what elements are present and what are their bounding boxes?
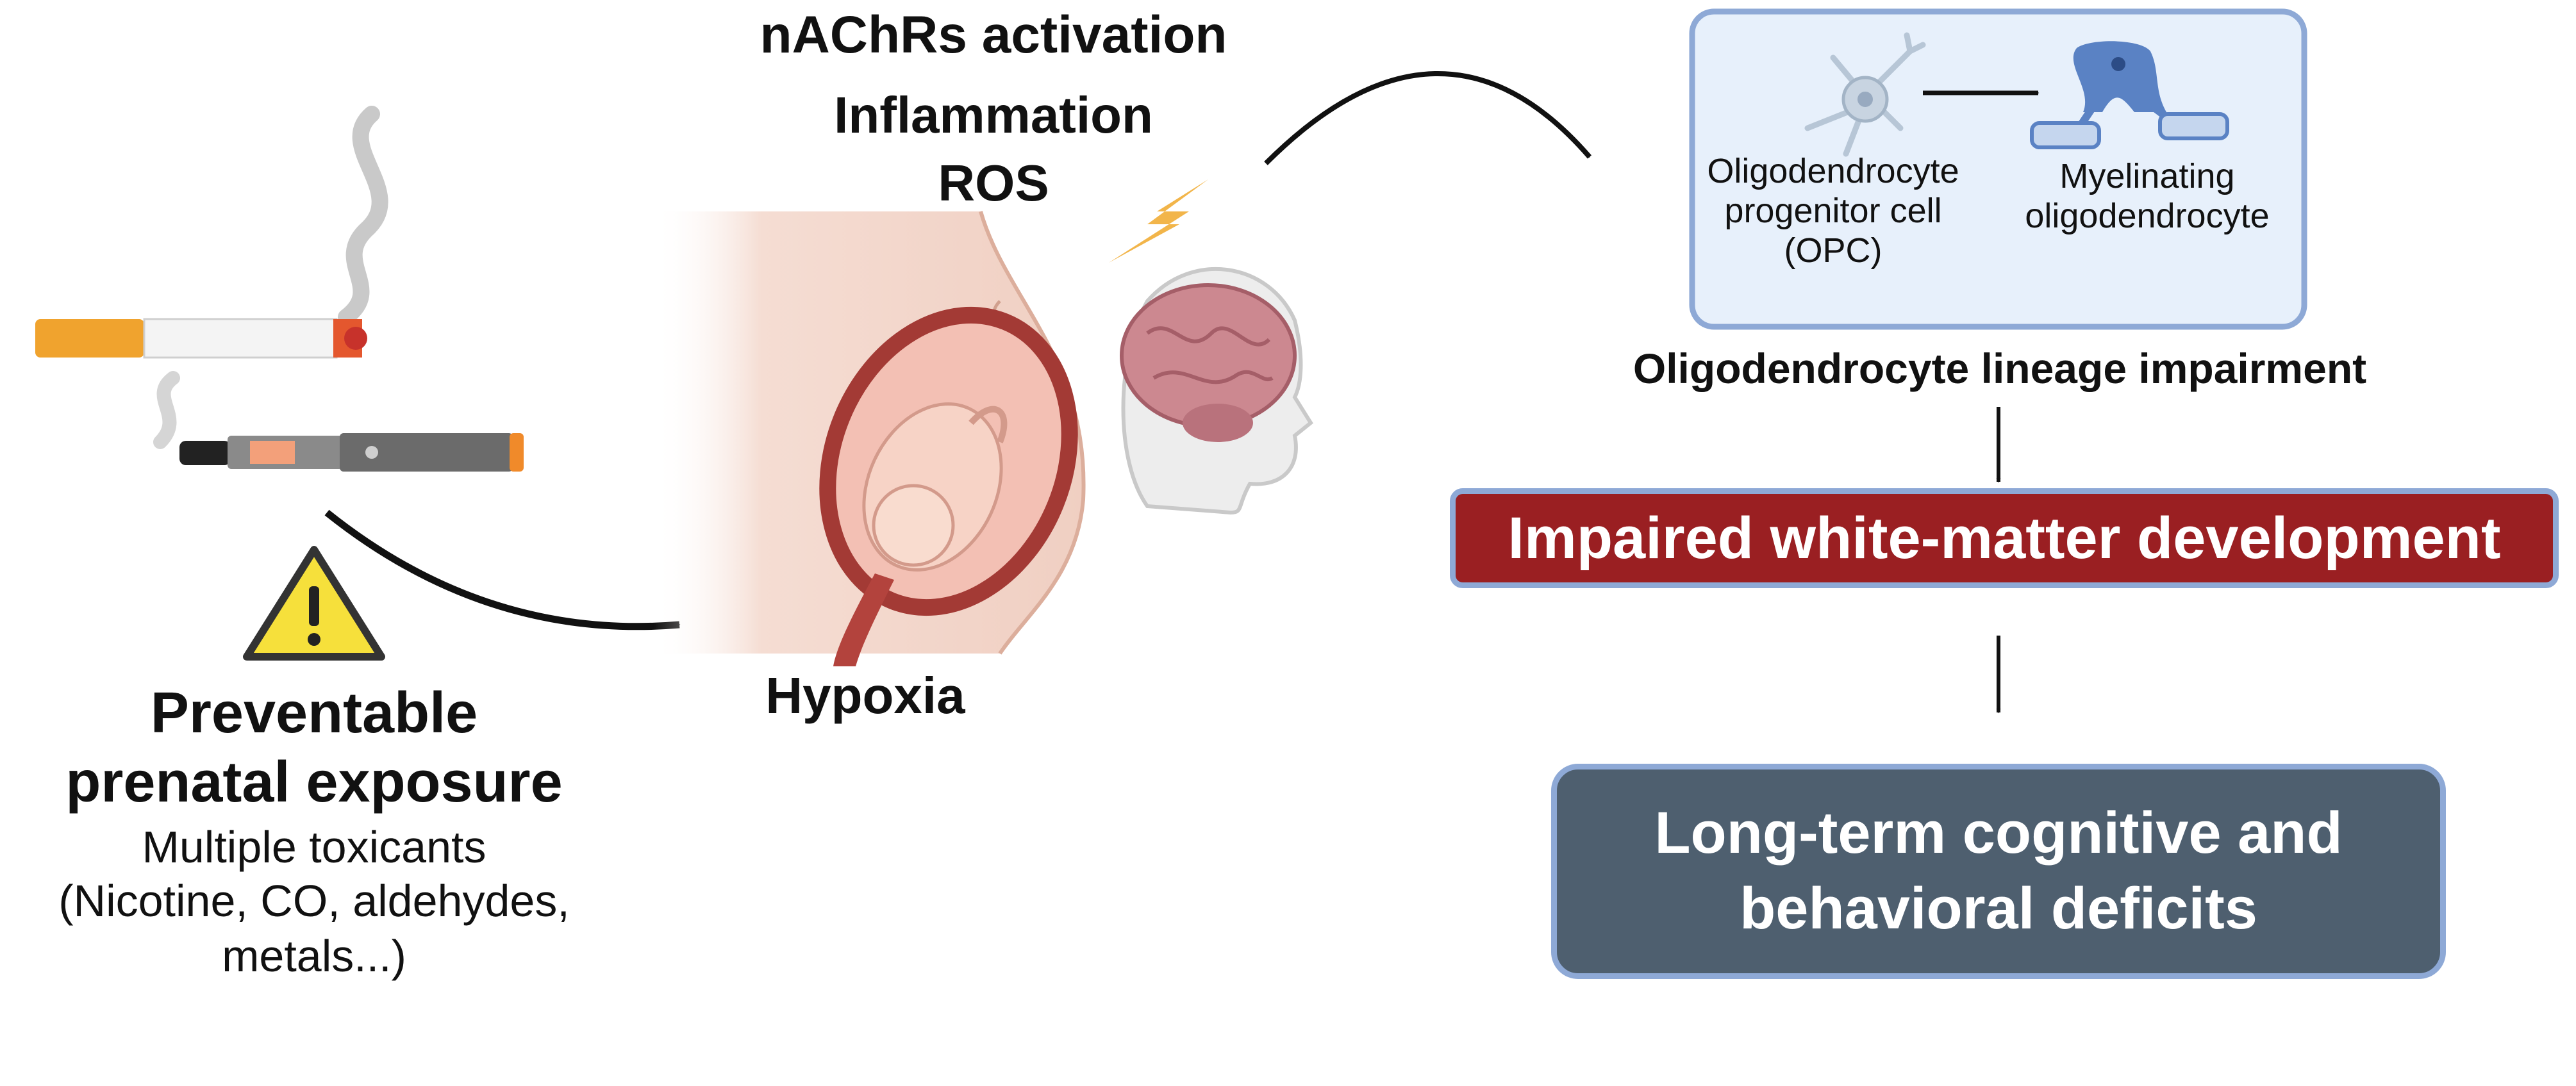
smoke-icon bbox=[153, 106, 388, 449]
long-term-text-1: Long-term cognitive and bbox=[1654, 800, 2343, 866]
cigarette-icon bbox=[35, 318, 367, 359]
e-cigarette-icon bbox=[179, 433, 524, 472]
label-nachrs: nAChRs activation bbox=[760, 6, 1227, 64]
brain-icon bbox=[1120, 283, 1297, 442]
arrow-icon bbox=[324, 509, 681, 630]
opc-cell-icon bbox=[1804, 32, 1926, 157]
label-opc-2: progenitor cell bbox=[1724, 192, 1942, 230]
label-opc-3: (OPC) bbox=[1784, 231, 1882, 270]
label-myelinating-2: oligodendrocyte bbox=[2025, 197, 2270, 235]
white-matter-box: Impaired white-matter development bbox=[1450, 488, 2559, 588]
label-inflammation: Inflammation bbox=[834, 86, 1153, 144]
infant-head-icon bbox=[1120, 267, 1313, 515]
label-hypoxia: Hypoxia bbox=[765, 667, 965, 724]
label-ros: ROS bbox=[938, 154, 1049, 211]
label-exposure-title-2: prenatal exposure bbox=[65, 750, 563, 814]
long-term-text-2: behavioral deficits bbox=[1740, 876, 2257, 941]
label-opc-1: Oligodendrocyte bbox=[1707, 152, 1959, 190]
label-exposure-title-1: Preventable bbox=[150, 681, 478, 745]
long-term-deficits-box: Long-term cognitive and behavioral defic… bbox=[1551, 764, 2446, 979]
lightning-icon bbox=[1109, 179, 1208, 263]
label-myelinating-1: Myelinating bbox=[2059, 157, 2235, 195]
fetus-icon bbox=[819, 306, 1078, 666]
warning-icon bbox=[243, 546, 385, 661]
label-toxicants-1: (Nicotine, CO, aldehydes, bbox=[58, 876, 570, 926]
arrow-icon bbox=[1264, 71, 1592, 165]
label-toxicants-2: metals...) bbox=[222, 931, 406, 981]
white-matter-text: Impaired white-matter development bbox=[1508, 505, 2501, 571]
label-exposure-subtitle: Multiple toxicants bbox=[142, 822, 486, 872]
oligodendrocyte-icon bbox=[2030, 41, 2229, 149]
label-lineage-impairment: Oligodendrocyte lineage impairment bbox=[1633, 345, 2367, 392]
